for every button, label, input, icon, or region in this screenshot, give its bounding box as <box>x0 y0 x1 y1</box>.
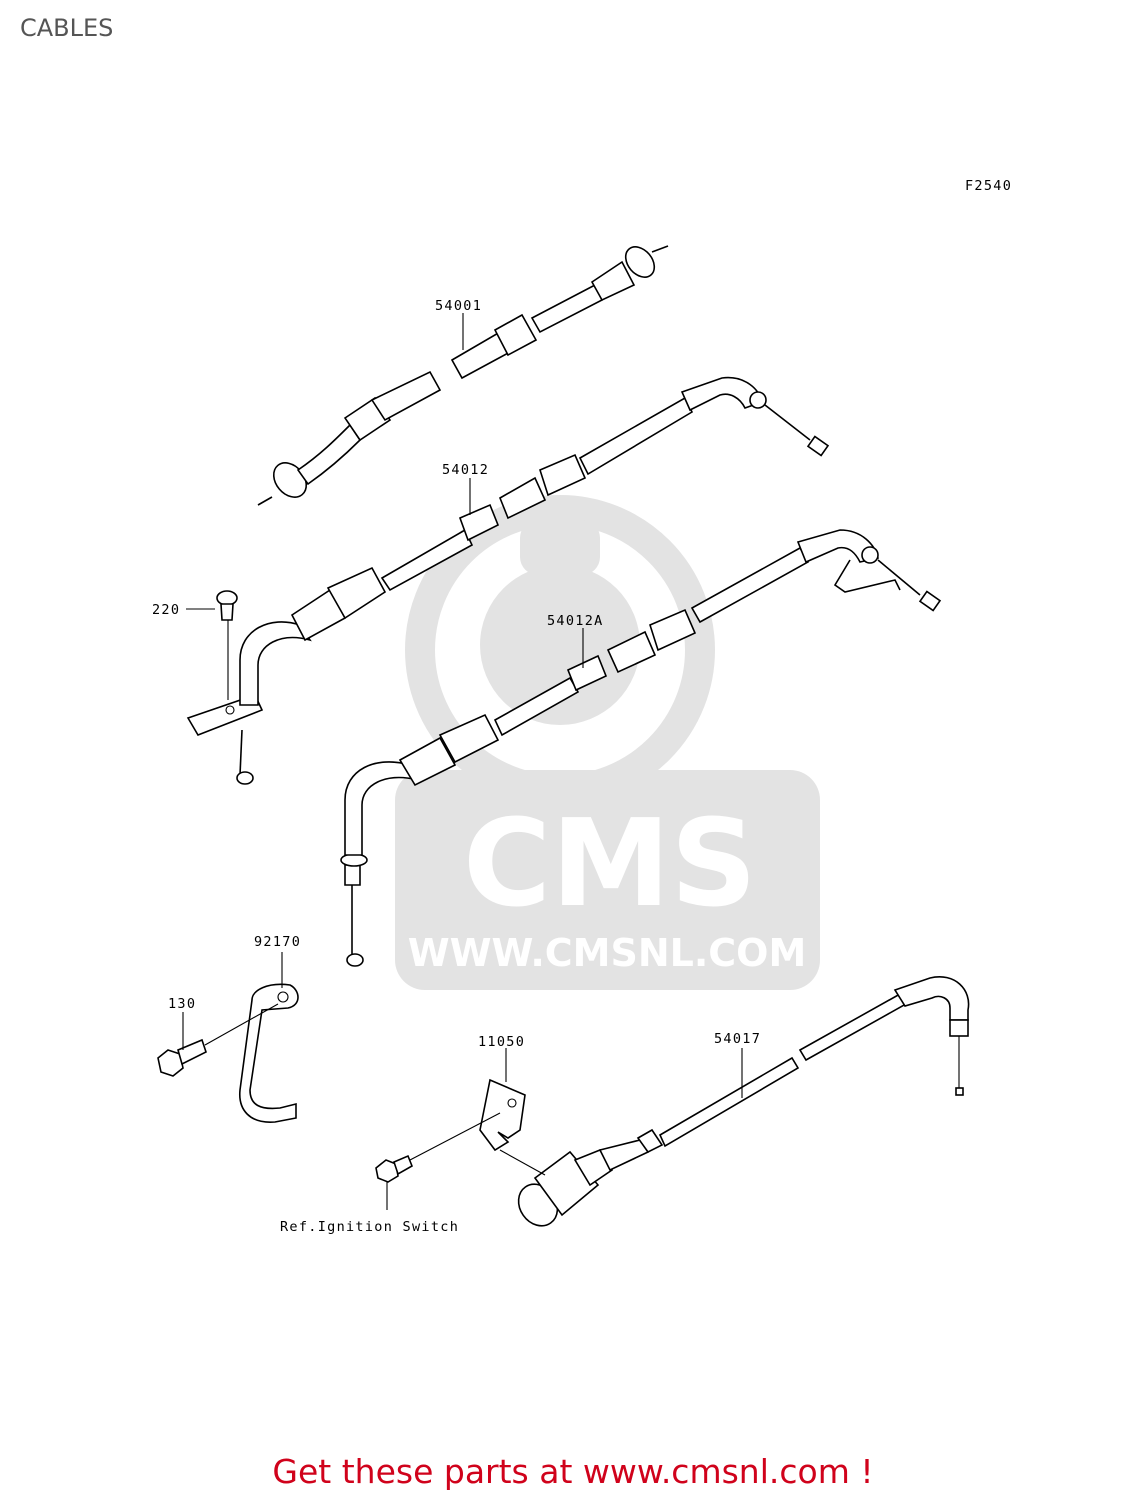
bolt-130[interactable] <box>157 1003 279 1077</box>
label-54001: 54001 <box>435 298 482 350</box>
svg-text:54001: 54001 <box>435 298 482 314</box>
screw-220[interactable] <box>216 590 238 700</box>
throttle-cable-54012A[interactable] <box>340 529 942 967</box>
watermark-brand: CMS <box>463 795 757 934</box>
figure-code: F2540 <box>965 178 1012 194</box>
reference-note: Ref.Ignition Switch <box>280 1219 459 1235</box>
label-54017: 54017 <box>714 1031 761 1098</box>
svg-text:54012: 54012 <box>442 462 489 478</box>
page-title: CABLES <box>20 14 114 42</box>
svg-text:130: 130 <box>168 996 196 1012</box>
svg-text:220: 220 <box>152 602 180 618</box>
svg-text:54012A: 54012A <box>547 613 604 629</box>
bracket-11050[interactable] <box>479 1078 526 1152</box>
label-130: 130 <box>168 996 196 1050</box>
label-92170: 92170 <box>254 934 301 988</box>
label-54012: 54012 <box>442 462 489 515</box>
bracket-92170[interactable] <box>239 983 299 1123</box>
throttle-cable-54012[interactable] <box>186 376 830 785</box>
speedometer-cable-54001[interactable] <box>257 241 669 506</box>
watermark-url: WWW.CMSNL.COM <box>408 931 807 975</box>
label-54012A: 54012A <box>547 613 604 668</box>
svg-text:11050: 11050 <box>478 1034 525 1050</box>
label-11050: 11050 <box>478 1034 525 1082</box>
footer-cta-link[interactable]: Get these parts at www.cmsnl.com ! <box>272 1452 874 1491</box>
svg-text:92170: 92170 <box>254 934 301 950</box>
svg-text:54017: 54017 <box>714 1031 761 1047</box>
screw-ignition[interactable] <box>375 1112 501 1210</box>
choke-cable-54017[interactable] <box>499 976 970 1234</box>
label-220: 220 <box>152 602 215 618</box>
cmsnl-watermark: CMS WWW.CMSNL.COM <box>395 495 820 990</box>
